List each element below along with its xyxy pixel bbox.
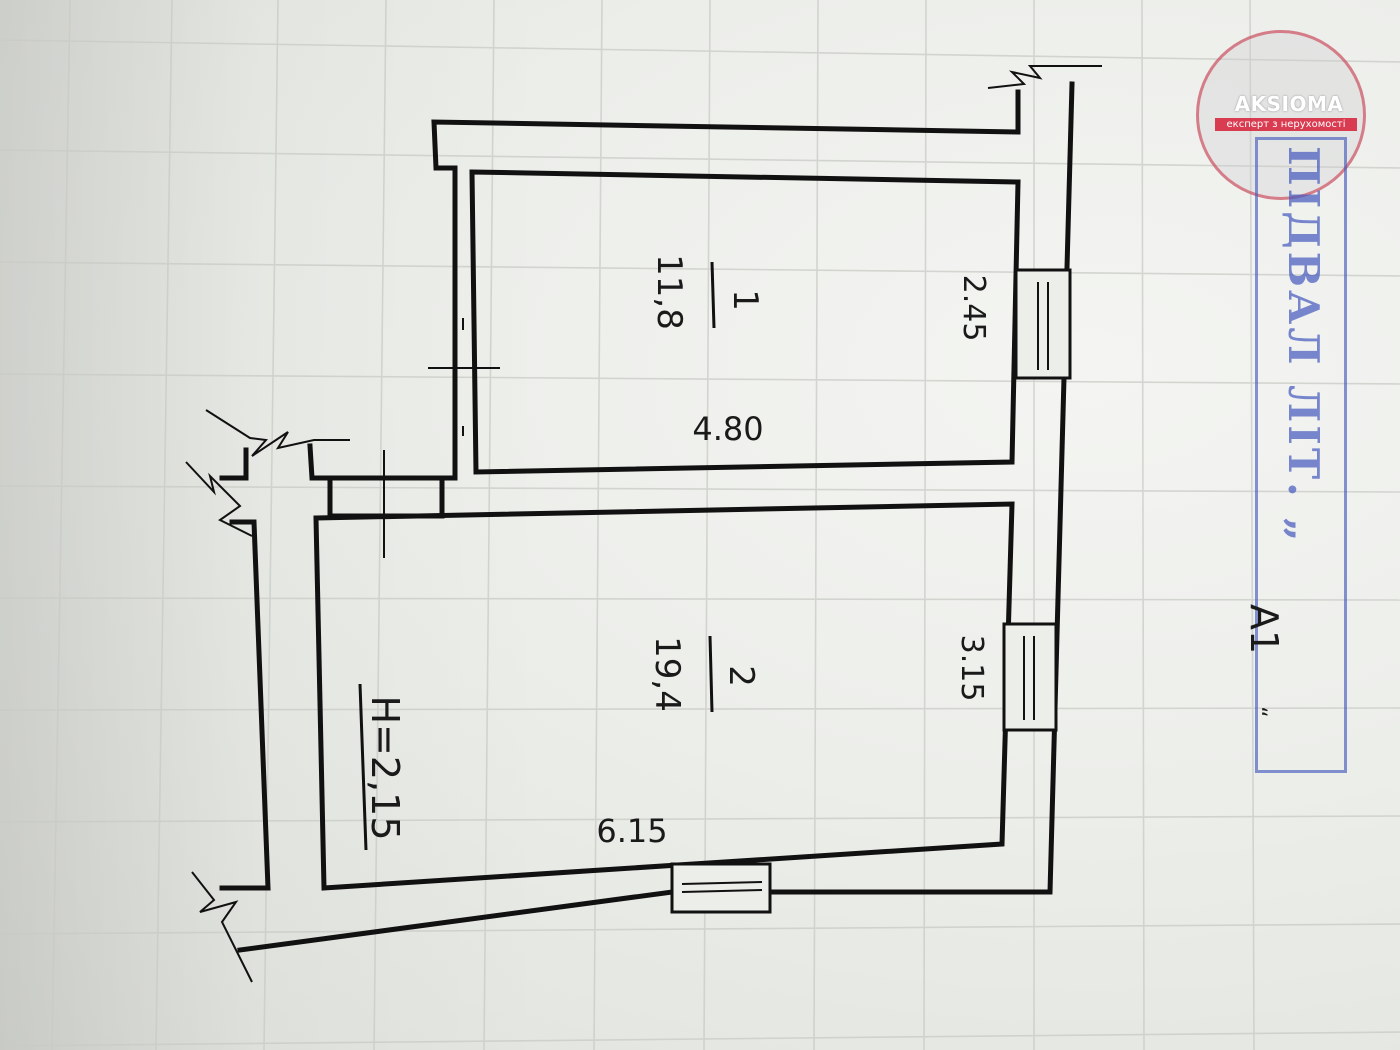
room-1-width: 2.45 [956, 275, 991, 342]
room-1-area: 11,8 [649, 254, 689, 330]
break-mark-left [185, 461, 253, 537]
outer-wall [307, 89, 1021, 481]
room-2-area: 19,4 [647, 636, 687, 712]
break-mark-top-left [205, 409, 350, 457]
stamp: ПІДВАЛ ЛІТ. „ [1278, 146, 1378, 586]
outer-wall-left [219, 519, 271, 891]
room-1-number: 1 [725, 289, 765, 311]
break-mark-top-right [987, 65, 1102, 89]
logo-tagline: експерт з нерухомості [1215, 118, 1357, 131]
stamp-closing-mark: “ [1245, 706, 1270, 718]
ceiling-height: H=2,15 [363, 695, 407, 840]
break-mark-bottom-left [191, 871, 253, 983]
height-underline [358, 683, 368, 851]
stamp-title: ПІДВАЛ ЛІТ. „ [1279, 146, 1328, 545]
room-1-length: 4.80 [692, 410, 763, 448]
stamp-value-text: А1 [1242, 604, 1286, 655]
logo-name: AKSIOMA [1234, 92, 1344, 116]
room-2-width: 3.15 [954, 635, 989, 702]
room-2-outline [313, 501, 1015, 891]
outer-wall-right [767, 81, 1075, 895]
room-2-number: 2 [721, 665, 761, 687]
stamp-value: А1 “ [1242, 604, 1286, 718]
aksioma-logo: AKSIOMA експерт з нерухомості [1196, 30, 1366, 200]
room-1-fraction-bar [710, 261, 716, 329]
window-room-1 [1014, 268, 1072, 380]
room-2-fraction-bar [708, 635, 714, 713]
room-2-length: 6.15 [596, 812, 667, 850]
outer-wall-top-stub [219, 447, 249, 481]
window-bottom [670, 862, 772, 914]
stamp-frame [1255, 137, 1347, 773]
logo-ring [1196, 30, 1366, 200]
doorway-passage [327, 475, 445, 519]
outer-wall-bottom [237, 889, 675, 953]
room-1-outline [469, 169, 1021, 475]
window-room-2 [1002, 622, 1058, 732]
